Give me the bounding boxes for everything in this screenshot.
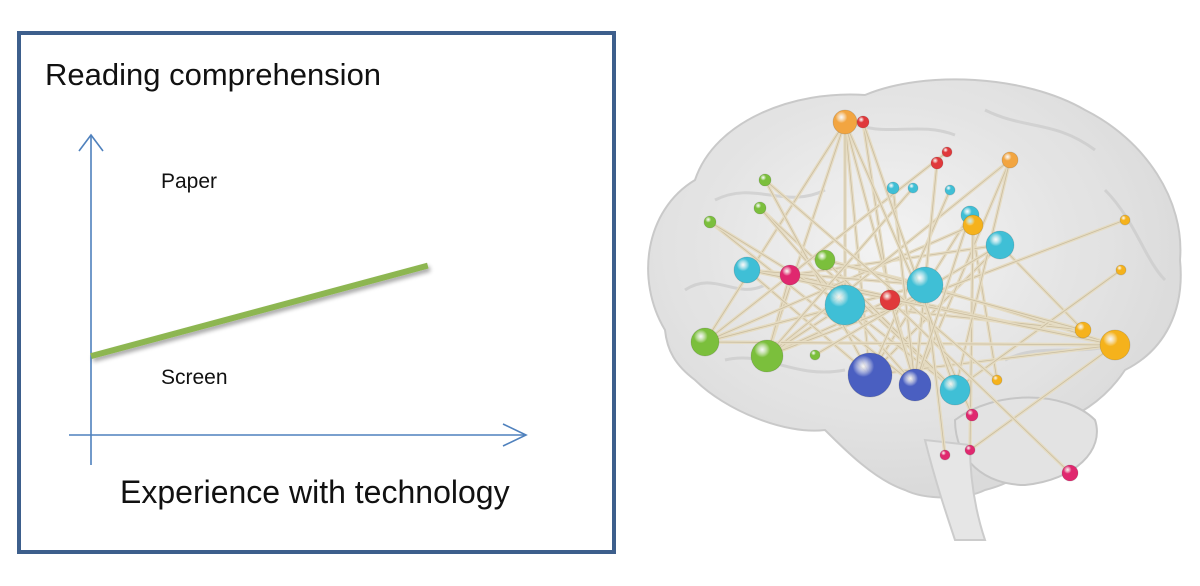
brain-stem [923, 438, 987, 541]
network-node [964, 444, 976, 456]
network-node [886, 181, 900, 195]
network-node [1074, 321, 1092, 339]
network-node [1001, 151, 1019, 169]
network-edge-shade [704, 121, 846, 343]
network-node [985, 230, 1015, 260]
axes [69, 133, 528, 465]
x-axis-arrow [502, 423, 528, 447]
network-node [906, 266, 944, 304]
network-node [939, 374, 971, 406]
network-edge-shade [862, 121, 891, 301]
network-edge-shade [824, 259, 1084, 331]
network-edge-shade [914, 214, 971, 386]
network-node [944, 184, 956, 196]
network-node [962, 214, 984, 236]
network-node [753, 201, 767, 215]
network-node [939, 449, 951, 461]
network-node [1061, 464, 1079, 482]
brain-network-image [647, 78, 1182, 541]
network-nodes [690, 109, 1131, 482]
y-axis-label: Reading comprehension [45, 57, 381, 92]
network-node [814, 249, 836, 271]
network-edge-shade [814, 244, 1001, 356]
network-node [690, 327, 720, 357]
network-node [930, 156, 944, 170]
network-node [809, 349, 821, 361]
network-edge-shade [862, 121, 956, 391]
network-node [733, 256, 761, 284]
network-edge-shade [969, 344, 1116, 451]
network-edge-shade [704, 151, 948, 343]
network-node [750, 339, 784, 373]
network-node [991, 374, 1003, 386]
series-label-screen: Screen [161, 366, 228, 389]
network-node [703, 215, 717, 229]
network-node [965, 408, 979, 422]
network-node [847, 352, 893, 398]
network-node [832, 109, 858, 135]
network-node [856, 115, 870, 129]
network-edge-shade [844, 121, 871, 376]
network-edge-shade [999, 244, 1084, 331]
network-edge-shade [746, 269, 1116, 346]
series-line-screen [90, 262, 429, 360]
network-node [907, 182, 919, 194]
network-node [898, 368, 932, 402]
network-node [758, 173, 772, 187]
y-axis-arrow [78, 133, 104, 152]
network-edge-shade [766, 187, 914, 357]
network-edge-shade [766, 159, 1011, 357]
network-node [824, 284, 866, 326]
network-edge-shade [889, 299, 1071, 474]
network-edge-shade [844, 121, 973, 416]
series-label-paper: Paper [161, 170, 217, 193]
network-node [1099, 329, 1131, 361]
network-node [779, 264, 801, 286]
network-node [941, 146, 953, 158]
network-node [1115, 264, 1127, 276]
network-edge-shade [764, 179, 998, 381]
network-node [879, 289, 901, 311]
network-node [1119, 214, 1131, 226]
x-axis-label: Experience with technology [120, 474, 510, 510]
network-edge-shade [766, 121, 846, 357]
